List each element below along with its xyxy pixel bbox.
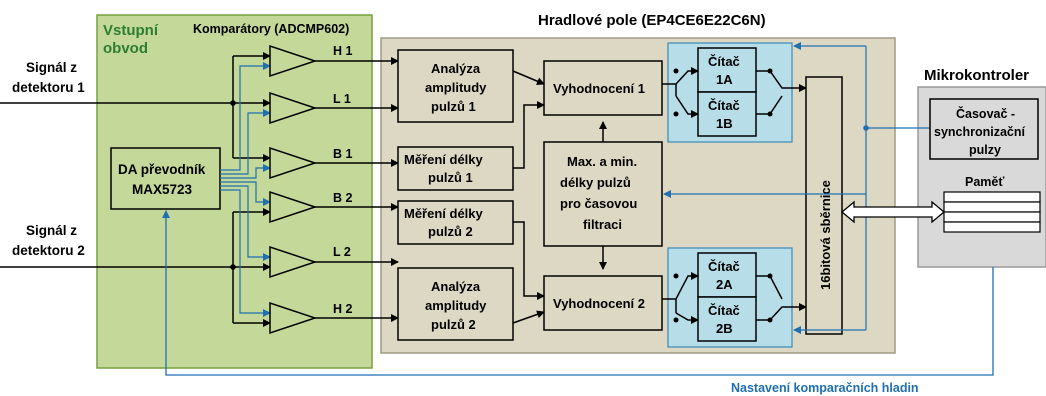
amp2-line3: pulzů 2: [431, 317, 476, 332]
maxmin-line2: délky pulzů: [560, 175, 631, 190]
amplitude-analysis-2: [397, 267, 514, 341]
bus-label: 16bitová sběrnice: [818, 180, 833, 290]
signal2-label-2: detektoru 2: [12, 243, 85, 258]
signal1-label-2: detektoru 1: [12, 80, 85, 95]
bus-block: [805, 76, 843, 335]
comparator-h2: [269, 301, 318, 335]
amp2-line1: Analýza: [431, 279, 481, 294]
comparator-triangles: [269, 44, 318, 335]
amp2-line2: amplitudy: [425, 298, 487, 313]
counter-switch-wires: [662, 67, 807, 324]
len2-line2: pulzů 2: [428, 224, 473, 239]
len2-line1: Měření délky: [404, 206, 484, 221]
counter-2b-line1: Čítač: [708, 303, 740, 318]
comparator-label-b2: B 2: [333, 191, 353, 205]
maxmin-line4: filtraci: [583, 217, 622, 232]
comparator-l2: [269, 245, 318, 279]
comparator-label-h1: H 1: [333, 44, 353, 58]
signal1-label-1: Signál z: [26, 60, 77, 75]
eval2-label: Vyhodnocení 2: [553, 296, 645, 311]
maxmin-line3: pro časovou: [560, 196, 637, 211]
comparator-label-h2: H 2: [333, 302, 353, 316]
comparator-label-b1: B 1: [333, 147, 353, 161]
threshold-label: Nastavení komparačních hladin: [731, 381, 919, 395]
counter-1b: [697, 91, 757, 137]
input-block-title-1: Vstupní: [103, 22, 159, 39]
dac-label-2: MAX5723: [132, 182, 193, 197]
timer-line2: synchronizační: [934, 125, 1026, 139]
length-measure-2: [397, 200, 514, 245]
timer-line1: Časovač -: [956, 106, 1015, 121]
junction-dot: [230, 264, 236, 270]
counter-2a-line1: Čítač: [708, 259, 740, 274]
counter-1a-line1: Čítač: [708, 54, 740, 69]
comparator-l1: [269, 91, 318, 125]
dac-label-1: DA převodník: [118, 162, 206, 177]
timer-sync-wires: [663, 42, 930, 334]
len1-line2: pulzů 1: [428, 170, 473, 185]
counter-1a-line2: 1A: [716, 72, 733, 87]
len1-line1: Měření délky: [404, 152, 484, 167]
counter-2b: [697, 296, 757, 342]
counter-2b-line2: 2B: [716, 321, 733, 336]
comparators-label: Komparátory (ADCMP602): [193, 22, 349, 36]
counter-1b-line1: Čítač: [708, 98, 740, 113]
bus-memory-arrow: [840, 200, 946, 224]
dac-block: [110, 147, 221, 210]
counter-2a-line2: 2A: [716, 277, 733, 292]
eval1-label: Vyhodnocení 1: [553, 81, 645, 96]
comparator-b2: [269, 190, 318, 224]
dac-reference-wires: [220, 62, 271, 317]
comparator-b1: [269, 146, 318, 180]
maxmin-filter-block: [543, 141, 663, 247]
amp1-line2: amplitudy: [425, 80, 487, 95]
signal2-label-1: Signál z: [26, 223, 77, 238]
switch-dots: [673, 68, 773, 323]
input-block-title-2: obvod: [103, 40, 148, 57]
threshold-feedback-wire: [162, 210, 994, 376]
amp1-line1: Analýza: [431, 61, 481, 76]
evaluation-2: [543, 275, 663, 331]
maxmin-line1: Max. a min.: [567, 154, 637, 169]
mcu-title: Mikrokontroler: [924, 67, 1029, 84]
counter-1b-line2: 1B: [716, 116, 733, 131]
comparator-h1: [269, 44, 318, 78]
memory-block: [943, 191, 1041, 233]
timer-line3: pulzy: [969, 143, 1001, 157]
fpga-internal-wires: [512, 70, 607, 324]
timer-block: [929, 98, 1039, 160]
evaluation-1: [543, 60, 663, 116]
junction-dot: [230, 100, 236, 106]
fpga-title: Hradlové pole (EP4CE6E22C6N): [538, 12, 766, 29]
memory-label: Paměť: [965, 175, 1004, 189]
amp1-line3: pulzů 1: [431, 99, 476, 114]
comparator-output-wires: [315, 57, 399, 322]
comparator-label-l1: L 1: [333, 92, 351, 106]
amplitude-analysis-1: [397, 49, 514, 123]
junction-dot: [863, 125, 869, 131]
detector-input-wires: [0, 52, 271, 327]
comparator-label-l2: L 2: [333, 245, 351, 259]
